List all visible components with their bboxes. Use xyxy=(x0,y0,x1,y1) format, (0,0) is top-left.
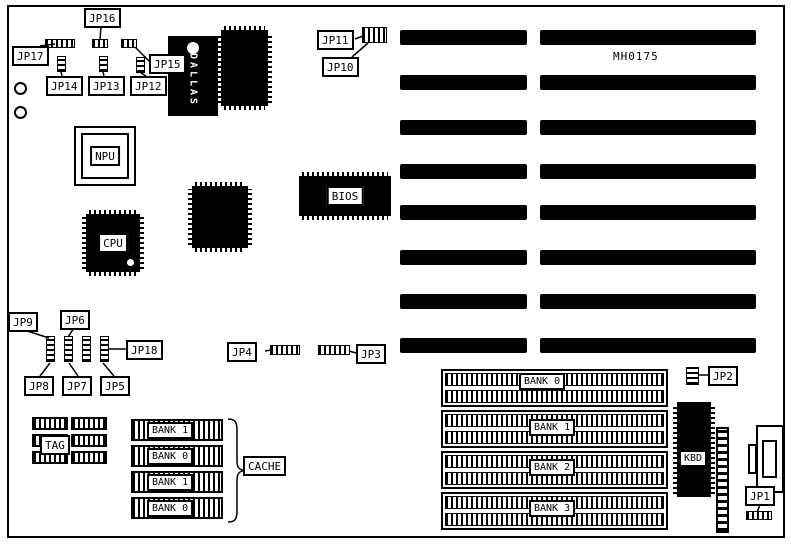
isa-slot-segment xyxy=(540,338,756,353)
isa-slot-segment xyxy=(400,338,527,353)
isa-slot-segment xyxy=(400,120,527,135)
jumper-label-jp12: JP12 xyxy=(130,76,167,96)
cpu-label: CPU xyxy=(98,233,128,253)
isa-slot-segment xyxy=(400,164,527,179)
jumper-label-jp9: JP9 xyxy=(8,312,38,332)
jumper-label-jp18: JP18 xyxy=(126,340,163,360)
simm-chip-strip xyxy=(445,390,664,403)
jumper-label-jp16: JP16 xyxy=(84,8,121,28)
isa-slot-segment xyxy=(540,120,756,135)
jumper-label-jp15: JP15 xyxy=(149,54,186,74)
tag-label: TAG xyxy=(40,435,70,455)
board-outline xyxy=(7,5,785,538)
cache-chip: BANK 0 xyxy=(131,497,223,519)
cache-bank-label: BANK 0 xyxy=(147,500,194,517)
jumper-block xyxy=(92,39,108,48)
jumper-block xyxy=(270,345,300,355)
cpu-pin1-dot xyxy=(127,259,134,266)
jumper-label-jp13: JP13 xyxy=(88,76,125,96)
npu-socket-inner xyxy=(81,133,129,179)
board-model: MH0175 xyxy=(613,50,659,63)
npu-socket: NPU xyxy=(74,126,136,186)
isa-slot-segment xyxy=(400,30,527,45)
qfp-chip-top xyxy=(217,26,272,110)
isa-slot-segment xyxy=(400,75,527,90)
jumper-label-jp5: JP5 xyxy=(100,376,130,396)
isa-slot-segment xyxy=(400,250,527,265)
jumper-block xyxy=(99,56,108,72)
jumper-block xyxy=(45,39,75,48)
memory-bank-label: BANK 1 xyxy=(529,419,576,436)
chip-notch-dot xyxy=(187,42,199,54)
simm-bank-row xyxy=(441,451,668,489)
tag-sram-chip xyxy=(32,417,68,430)
mounting-hole xyxy=(14,106,27,119)
cpu-chip: CPU xyxy=(82,210,144,276)
tag-sram-chip xyxy=(71,417,107,430)
jumper-label-jp10: JP10 xyxy=(322,57,359,77)
bios-label: BIOS xyxy=(326,186,364,206)
isa-slot-segment xyxy=(540,205,756,220)
isa-slot-segment xyxy=(400,294,527,309)
tag-sram-chip xyxy=(71,451,107,464)
jumper-block xyxy=(746,511,772,520)
jumper-label-jp17: JP17 xyxy=(12,46,49,66)
isa-slot-segment xyxy=(540,294,756,309)
isa-slot-segment xyxy=(540,75,756,90)
jumper-label-jp14: JP14 xyxy=(46,76,83,96)
cache-chip: BANK 0 xyxy=(131,445,223,467)
memory-bank-label: BANK 0 xyxy=(519,373,566,390)
dallas-chip-label: DALLAS xyxy=(187,52,199,108)
isa-slot-segment xyxy=(400,205,527,220)
qfp-chip-chipset xyxy=(188,182,252,252)
cache-bank-label: BANK 1 xyxy=(147,474,194,491)
jumper-label-jp11: JP11 xyxy=(317,30,354,50)
isa-slot-segment xyxy=(540,30,756,45)
jumper-block xyxy=(82,336,91,362)
jumper-label-jp2: JP2 xyxy=(708,366,738,386)
cache-bank-label: BANK 1 xyxy=(147,422,194,439)
mounting-hole xyxy=(14,82,27,95)
jumper-label-jp6: JP6 xyxy=(60,310,90,330)
jumper-block xyxy=(362,27,387,43)
cache-chip: BANK 1 xyxy=(131,471,223,493)
kbd-controller-chip: KBD xyxy=(673,402,715,497)
jumper-block xyxy=(686,367,699,385)
isa-slot-segment xyxy=(540,164,756,179)
jumper-block xyxy=(318,345,350,355)
jumper-block xyxy=(64,336,73,362)
jumper-label-jp7: JP7 xyxy=(62,376,92,396)
jumper-label-jp1: JP1 xyxy=(745,486,775,506)
memory-bank-label: BANK 3 xyxy=(529,500,576,517)
jumper-label-jp3: JP3 xyxy=(356,344,386,364)
cache-label: CACHE xyxy=(243,456,287,476)
isa-slot-segment xyxy=(540,250,756,265)
cache-bank-label: BANK 0 xyxy=(147,448,194,465)
dallas-rtc-chip: DALLAS xyxy=(168,36,218,116)
cache-chip: BANK 1 xyxy=(131,419,223,441)
jumper-label-jp8: JP8 xyxy=(24,376,54,396)
tag-sram-chip xyxy=(71,434,107,447)
keyboard-connector-inner xyxy=(762,440,777,478)
bios-chip: BIOS xyxy=(299,172,391,220)
npu-label: NPU xyxy=(90,146,120,166)
pin-header xyxy=(716,427,729,533)
jumper-label-jp4: JP4 xyxy=(227,342,257,362)
memory-bank-label: BANK 2 xyxy=(529,459,576,476)
jumper-block xyxy=(100,336,109,362)
kbd-label: KBD xyxy=(679,450,708,467)
jumper-block xyxy=(57,56,66,72)
jumper-block xyxy=(46,336,55,362)
jumper-block xyxy=(121,39,137,48)
jumper-block xyxy=(136,57,145,73)
keyboard-connector-tab xyxy=(748,444,757,474)
